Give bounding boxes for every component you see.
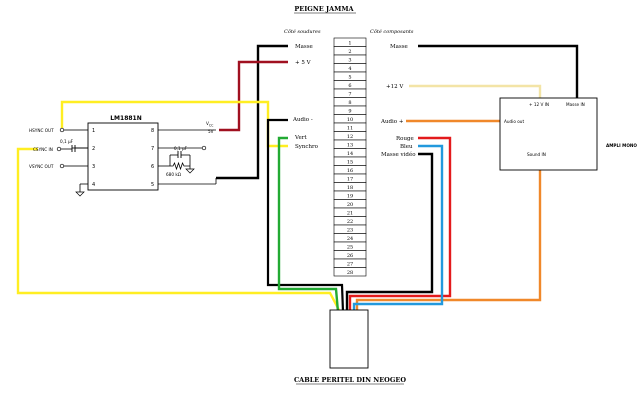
connector-pin-number: 19 [347,193,353,199]
chip-pin-8: 8 [151,128,154,134]
connector-pin-number: 27 [347,261,353,267]
label-vcc-value: 5V [208,129,214,134]
terminal-pin7 [201,145,207,151]
connector-pin-number: 28 [347,270,353,276]
connector-pin-number: 10 [347,117,353,123]
comp-label-bleu: Bleu [400,144,413,150]
chip-pin-3: 3 [92,164,95,170]
connector-pin-number: 22 [347,219,353,225]
connector-pin-box [333,267,367,277]
connector-pin-number: 17 [347,176,353,182]
connector-pin-number: 15 [347,159,353,165]
wire-yellow-csync [60,100,288,148]
amp-label-masse-in: Masse IN [566,102,585,107]
amp-label-audio-out: Audio out [504,119,524,124]
connector-pin-number: 8 [348,100,351,106]
connector-pin-number: 26 [347,253,353,259]
connector-pin-number: 23 [347,227,353,233]
label-cap1: 0,1 µF [60,139,74,144]
connector-pin-number: 4 [348,66,351,72]
comp-label-rouge: Rouge [396,136,414,142]
connector-pin-number: 21 [347,210,353,216]
comp-label-audio-plus: Audio + [380,119,404,125]
connector-pin-number: 14 [347,151,353,157]
terminal-vsync [59,163,65,169]
label-cap2: 0,1 µF [174,146,188,151]
terminal-csync [56,146,62,152]
wire-red-rouge [348,136,452,312]
chip-name: LM1881N [110,115,142,122]
connector-pin-number: 16 [347,168,353,174]
wire-lightyellow-12v [409,84,542,98]
label-resistor: 680 kΩ [166,172,182,177]
title-cable-peritel: CABLE PERITEL DIN NEOGEO [294,376,406,384]
connector-pin-number: 7 [348,91,351,97]
chip-pin-5: 5 [151,182,154,188]
connector-pin-number: 13 [347,142,353,148]
amp-box [499,97,598,171]
label-hsync-out: HSYNC OUT [29,128,54,133]
wire-yellow-synchro [16,147,342,313]
amp-label-12v-in: + 12 V IN [529,102,549,107]
wire-black-masse-comp [418,44,579,98]
label-vsync-out: VSYNC OUT [29,164,54,169]
wire-orange-sound [355,150,542,312]
amp-name: AMPLI MONO [606,143,637,148]
label-cote-soudures: Côté soudures [284,28,321,35]
label-vcc: VCC [206,121,214,128]
label-cote-composants: Côté composants [370,28,414,35]
comp-label-12v: +12 V [386,84,404,90]
wire-green-vert [277,136,340,313]
terminal-hsync [59,127,65,133]
wire-black-masse-solder [216,44,288,180]
title-peigne-jamma: PEIGNE JAMMA [294,5,354,13]
connector-pin-number: 18 [347,185,353,191]
chip-body [87,122,159,191]
comp-label-masse-video: Masse vidéo [381,151,416,158]
label-csync-in: CSYNC IN [33,147,53,152]
din-connector [329,309,369,369]
solder-label-vert: Vert [294,135,307,141]
connector-pin-number: 25 [347,244,353,250]
connector-pin-number: 2 [348,49,351,55]
comp-label-masse: Masse [390,44,408,50]
wire-black-masse-video [345,152,434,312]
connector-pin-number: 9 [348,108,351,114]
wire-blue-bleu [352,144,444,312]
connector-pin-number: 6 [348,83,351,89]
resistor [170,161,190,171]
connector-pin-number: 20 [347,202,353,208]
chip-pin-4: 4 [92,182,95,188]
chip-pin-7: 7 [151,146,154,152]
solder-label-synchro: Synchro [295,144,319,150]
ground-symbol-2 [185,168,195,174]
chip-pin-1: 1 [92,128,95,134]
connector-pin-number: 3 [348,57,351,63]
chip-pin-2: 2 [92,146,95,152]
connector-pin-number: 1 [348,40,351,46]
connector-pin-number: 12 [347,134,353,140]
amp-label-sound-in: Sound IN [527,152,546,157]
wire-red-5v [219,60,288,132]
connector-pin-number: 5 [348,74,351,80]
solder-label-5v: + 5 V [295,60,312,66]
chip-pin-6: 6 [151,164,154,170]
solder-label-audio-minus: Audio - [292,117,313,123]
jamma-connector: 1234567891011121314151617181920212223242… [333,37,367,277]
connector-pin-number: 11 [347,125,353,131]
connector-pin-number: 24 [347,236,353,242]
ground-symbol [75,191,85,197]
solder-label-masse: Masse [295,44,313,50]
wire-black-audio-minus [266,118,345,313]
lm1881-circuit: LM1881N 1 2 3 4 8 7 6 5 HSYNC OUT CSYNC … [29,115,217,197]
